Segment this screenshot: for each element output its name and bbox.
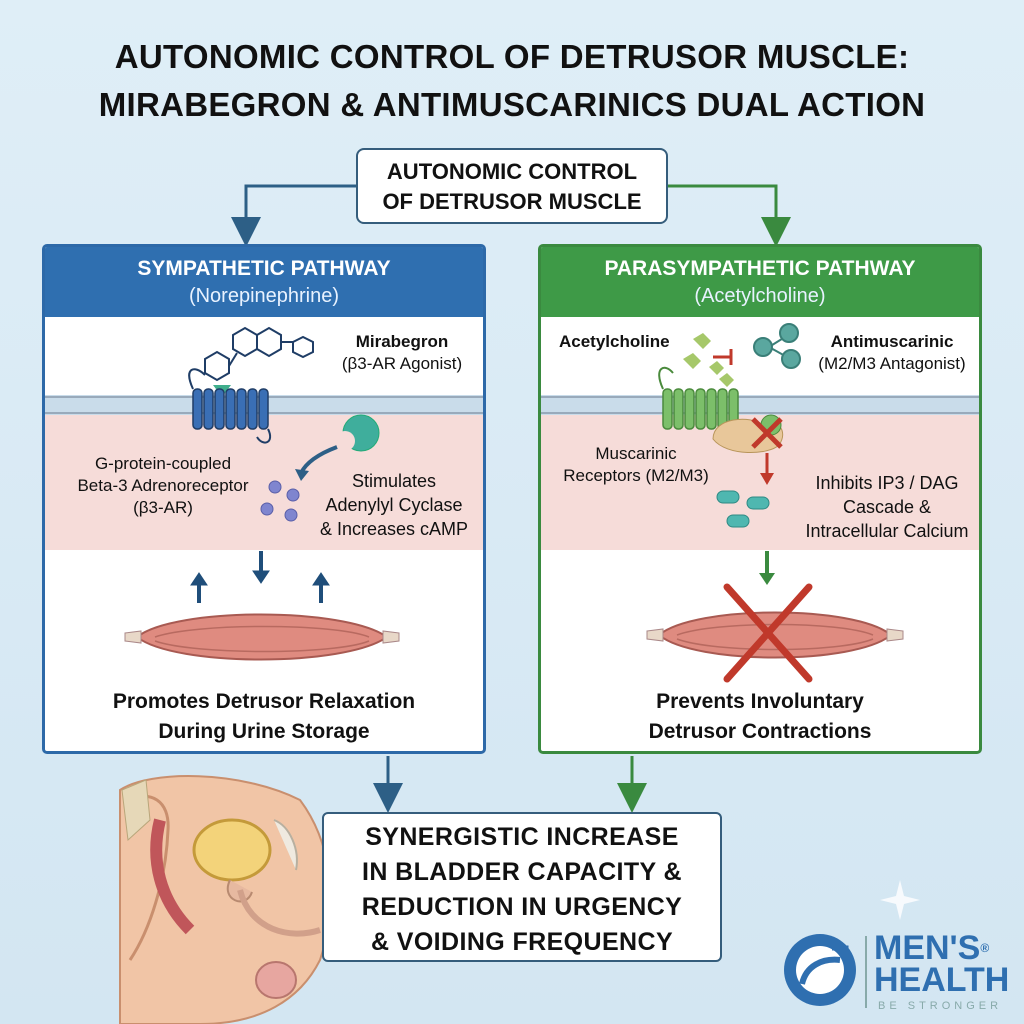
relaxation-arrows — [190, 551, 330, 603]
parasympathetic-outcome-line-2: Detrusor Contractions — [648, 720, 872, 743]
parasympathetic-outcome: Prevents Involuntary Detrusor Contractio… — [541, 687, 979, 747]
sympathetic-title: SYMPATHETIC PATHWAY — [137, 257, 391, 280]
effect-line-1: Stimulates — [351, 471, 437, 491]
final-line-3: REDUCTION IN URGENCY — [361, 893, 683, 921]
parasympathetic-outcome-line-1: Prevents Involuntary — [656, 690, 864, 713]
detrusor-muscle-relaxed-icon — [124, 613, 400, 661]
sympathetic-header: SYMPATHETIC PATHWAY (Norepinephrine) — [45, 247, 483, 317]
autonomic-control-box: AUTONOMIC CONTROL OF DETRUSOR MUSCLE — [356, 148, 668, 224]
logo-tagline: BE STRONGER — [878, 1000, 1003, 1012]
arrow-center-to-parasympathetic — [668, 184, 791, 247]
final-line-2: IN BLADDER CAPACITY & — [362, 858, 682, 886]
mirabegron-name: Mirabegron — [355, 332, 449, 351]
mirabegron-role: (β3-AR Agonist) — [341, 354, 463, 373]
synergistic-outcome-box: SYNERGISTIC INCREASE IN BLADDER CAPACITY… — [322, 812, 722, 962]
muscarinic-receptor-icon — [662, 388, 739, 430]
muscarinic-receptor-label: Muscarinic Receptors (M2/M3) — [551, 443, 721, 487]
sympathetic-subtitle: (Norepinephrine) — [188, 285, 340, 307]
acetylcholine-label: Acetylcholine — [559, 332, 670, 351]
registered-mark: ® — [980, 941, 990, 955]
sympathetic-pathway-panel: SYMPATHETIC PATHWAY (Norepinephrine) — [42, 244, 486, 754]
autonomic-control-line-2: OF DETRUSOR MUSCLE — [382, 189, 642, 214]
effect-line-2: Cascade & — [842, 497, 932, 517]
receptor-line-1: Muscarinic — [595, 444, 677, 463]
ip3-dag-molecules-icon — [716, 490, 770, 528]
beta3-receptor-label: G-protein-coupled Beta-3 Adrenoreceptor … — [63, 453, 263, 519]
blocked-x-icon — [751, 417, 783, 449]
mirabegron-molecule-icon — [204, 326, 314, 382]
receptor-line-2: Receptors (M2/M3) — [563, 466, 709, 485]
parasympathetic-pathway-panel: PARASYMPATHETIC PATHWAY (Acetylcholine) — [538, 244, 982, 754]
effect-line-1: Inhibits IP3 / DAG — [815, 473, 959, 493]
sympathetic-outcome-line-1: Promotes Detrusor Relaxation — [112, 690, 416, 713]
inhibition-symbol — [713, 349, 733, 365]
receptor-line-1: G-protein-coupled — [94, 454, 232, 473]
cell-membrane — [541, 395, 979, 415]
final-line-4: & VOIDING FREQUENCY — [370, 928, 674, 956]
antimuscarinic-molecule-icon — [753, 323, 801, 369]
receptor-line-3: (β3-AR) — [133, 498, 193, 517]
contraction-blocked-x-icon — [723, 583, 813, 683]
acetylcholine-molecules-icon — [683, 333, 734, 387]
parasympathetic-title: PARASYMPATHETIC PATHWAY — [604, 257, 916, 280]
beta3-receptor-icon — [192, 388, 269, 430]
autonomic-control-line-1: AUTONOMIC CONTROL — [386, 159, 638, 184]
logo-wordmark: MEN'S® HEALTH — [874, 929, 1010, 999]
sympathetic-outcome-line-2: During Urine Storage — [158, 720, 370, 743]
receptor-line-2: Beta-3 Adrenoreceptor — [77, 476, 249, 495]
sympathetic-outcome: Promotes Detrusor Relaxation During Urin… — [45, 687, 483, 747]
effect-line-2: Adenylyl Cyclase — [325, 495, 463, 515]
ip3-effect-label: Inhibits IP3 / DAG Cascade & Intracellul… — [791, 471, 979, 543]
effect-line-3: & Increases cAMP — [319, 519, 469, 539]
mirabegron-label: Mirabegron (β3-AR Agonist) — [327, 331, 477, 375]
antimuscarinic-role: (M2/M3 Antagonist) — [818, 354, 966, 373]
page-title-line-2: MIRABEGRON & ANTIMUSCARINICS DUAL ACTION — [98, 86, 926, 123]
sympathetic-illustration — [45, 326, 483, 661]
parasympathetic-illustration — [541, 323, 979, 683]
final-line-1: SYNERGISTIC INCREASE — [365, 823, 679, 851]
camp-molecules-icon — [260, 480, 300, 522]
detrusor-muscle-blocked-icon — [646, 611, 904, 659]
parasympathetic-subtitle: (Acetylcholine) — [694, 285, 826, 307]
page-title-line-1: AUTONOMIC CONTROL OF DETRUSOR MUSCLE: — [114, 38, 910, 75]
antimuscarinic-label: Antimuscarinic (M2/M3 Antagonist) — [803, 331, 979, 375]
antimuscarinic-name: Antimuscarinic — [830, 332, 954, 351]
logo-line-1: MEN'S — [874, 929, 981, 967]
parasympathetic-header: PARASYMPATHETIC PATHWAY (Acetylcholine) — [541, 247, 979, 317]
logo-line-2: HEALTH — [874, 961, 1010, 999]
arrow-center-to-sympathetic — [231, 184, 356, 247]
adenylyl-effect-label: Stimulates Adenylyl Cyclase & Increases … — [301, 469, 483, 541]
effect-line-3: Intracellular Calcium — [805, 521, 969, 541]
